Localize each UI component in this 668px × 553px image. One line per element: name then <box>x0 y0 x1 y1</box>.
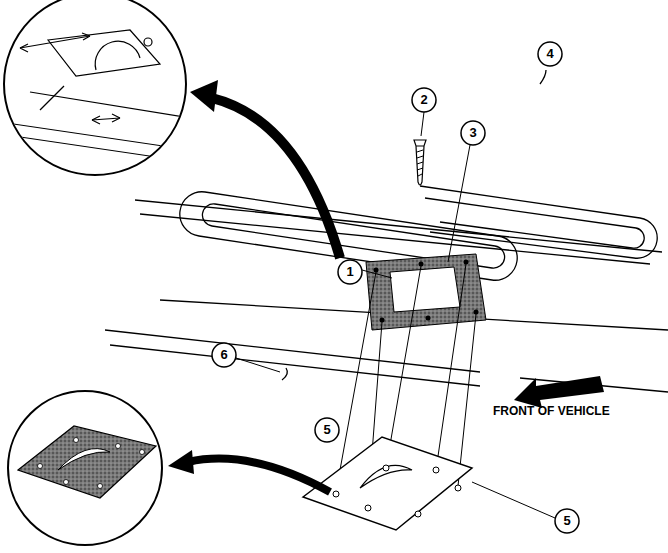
line-art <box>540 70 546 84</box>
line-art <box>380 318 385 323</box>
line-art <box>18 426 156 498</box>
line-art <box>0 30 190 162</box>
line-art <box>436 264 466 470</box>
line-art <box>386 266 421 468</box>
line-art <box>40 86 64 110</box>
line-art <box>0 122 190 150</box>
line-art <box>112 114 120 122</box>
line-art <box>461 121 485 145</box>
line-art <box>362 270 392 278</box>
line-art <box>140 450 145 455</box>
line-art <box>98 484 103 489</box>
callout-number: 6 <box>212 343 236 367</box>
line-art <box>38 438 145 489</box>
line-art <box>421 112 424 136</box>
line-art <box>105 186 668 392</box>
line-art <box>20 44 28 52</box>
line-art <box>464 260 469 265</box>
line-art <box>315 418 339 442</box>
line-art <box>419 262 424 267</box>
line-art <box>365 505 371 511</box>
line-art <box>74 438 79 443</box>
line-art <box>472 482 555 518</box>
line-art <box>236 358 280 372</box>
direction-label: FRONT OF VEHICLE <box>493 404 610 418</box>
line-art <box>383 465 389 471</box>
line-art <box>360 465 412 488</box>
line-art <box>190 80 218 112</box>
line-art <box>188 459 330 492</box>
callout-number: 5 <box>315 418 339 442</box>
line-art <box>414 140 426 185</box>
line-art <box>514 376 604 408</box>
line-art <box>390 267 460 312</box>
callout-number: 1 <box>338 260 362 284</box>
line-art <box>282 368 287 380</box>
line-art <box>95 41 140 70</box>
line-art <box>0 134 190 162</box>
line-art <box>455 485 461 491</box>
line-art <box>168 450 194 474</box>
line-art <box>458 314 476 486</box>
line-art <box>338 260 362 284</box>
line-art <box>366 254 486 330</box>
callout-number: 4 <box>538 42 562 66</box>
line-art <box>555 509 579 533</box>
line-art <box>425 198 644 248</box>
line-art <box>212 98 340 258</box>
line-art <box>92 116 100 124</box>
line-art <box>212 343 236 367</box>
line-art <box>333 465 461 517</box>
line-art <box>415 511 421 517</box>
line-art <box>110 345 480 386</box>
line-art <box>448 145 470 262</box>
line-art <box>374 260 479 323</box>
line-art <box>333 491 339 497</box>
line-art <box>412 88 436 112</box>
line-art <box>8 391 162 545</box>
line-art <box>474 310 479 315</box>
line-art <box>18 426 156 498</box>
line-art <box>144 38 152 46</box>
line-art <box>433 467 439 473</box>
line-art <box>20 36 90 48</box>
line-art <box>538 42 562 66</box>
line-art <box>38 464 43 469</box>
line-art <box>426 316 431 321</box>
line-art <box>236 112 555 518</box>
line-art <box>417 150 423 176</box>
line-art <box>48 30 160 76</box>
callout-number: 2 <box>412 88 436 112</box>
line-art <box>303 437 472 530</box>
line-art <box>82 33 90 40</box>
callout-number: 3 <box>461 121 485 145</box>
line-art <box>212 42 579 533</box>
line-art <box>4 0 186 175</box>
line-art <box>58 449 110 470</box>
line-art <box>64 480 69 485</box>
callout-number: 5 <box>555 509 579 533</box>
line-art <box>374 268 379 273</box>
line-art <box>116 444 121 449</box>
